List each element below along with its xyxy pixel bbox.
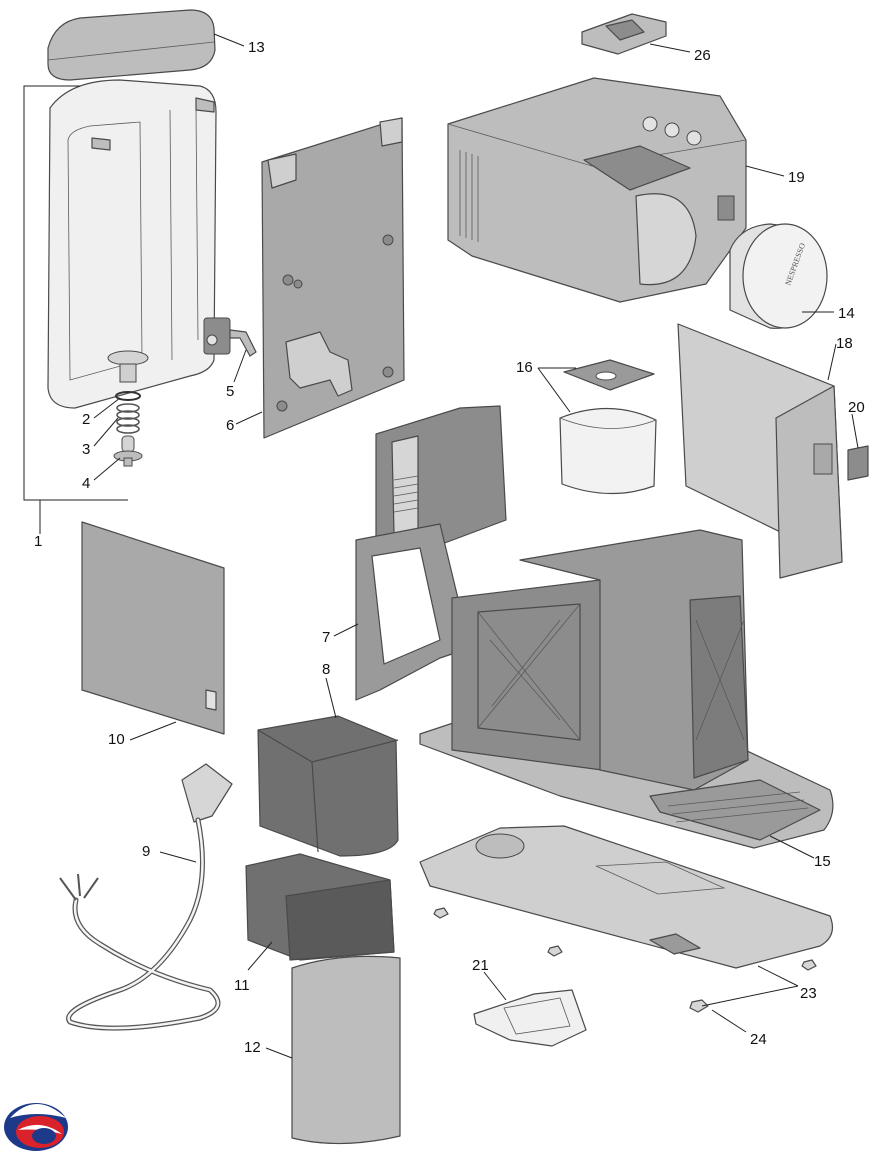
part-23-bottom-plate — [419, 825, 833, 969]
callout-8: 8 — [322, 661, 330, 678]
button-row — [642, 116, 702, 146]
part-20-small-plate — [847, 445, 869, 481]
callout-labels: 1 2 3 4 5 6 7 8 9 10 11 12 13 14 15 16 1… — [34, 39, 865, 1056]
callout-13: 13 — [248, 39, 265, 56]
part-18-side-panel — [677, 323, 843, 579]
part-3-spring — [116, 403, 140, 434]
callout-20: 20 — [848, 399, 865, 416]
part-16-drip-grid — [563, 359, 655, 391]
callout-10: 10 — [108, 731, 125, 748]
part-12-cover-panel — [291, 955, 401, 1145]
part-1-water-tank — [47, 79, 217, 409]
callout-19: 19 — [788, 169, 805, 186]
part-13-water-tank-lid — [47, 9, 216, 81]
grille-holes — [393, 475, 419, 513]
part-5-tank-valve — [203, 317, 257, 357]
part-8-drip-tray — [257, 715, 399, 857]
callout-12: 12 — [244, 1039, 261, 1056]
part-14-capsule-container: NESPRESSO — [729, 223, 828, 329]
part-11-used-capsule-bin — [245, 853, 395, 961]
part-19-top-cover — [447, 77, 747, 303]
callout-15: 15 — [814, 853, 831, 870]
part-21-small-bracket — [473, 989, 587, 1047]
part-10-front-panel — [81, 521, 225, 735]
part-26-top-clip — [581, 13, 667, 55]
part-15-base-frame — [419, 529, 834, 849]
part-2-o-ring — [115, 391, 141, 401]
part-6-rear-panel — [261, 117, 405, 439]
callout-9: 9 — [142, 843, 150, 860]
part-7-internal-frame — [355, 405, 507, 701]
callout-11: 11 — [234, 977, 250, 994]
part-9-power-cord — [59, 763, 233, 1031]
callout-3: 3 — [82, 441, 90, 458]
part-4-valve-plug — [113, 435, 143, 467]
callout-21: 21 — [472, 957, 489, 974]
callout-24: 24 — [750, 1031, 767, 1048]
callout-4: 4 — [82, 475, 90, 492]
callout-14: 14 — [838, 305, 855, 322]
callout-26: 26 — [694, 47, 711, 64]
callout-5: 5 — [226, 383, 234, 400]
callout-2: 2 — [82, 411, 90, 428]
callout-23: 23 — [800, 985, 817, 1002]
group-1-bracket — [23, 85, 128, 501]
part-24-nuts — [433, 907, 817, 1013]
brand-logo — [4, 1103, 68, 1151]
callout-16: 16 — [516, 359, 533, 376]
callout-1: 1 — [34, 533, 42, 550]
callout-6: 6 — [226, 417, 234, 434]
part-16-capsule-cup — [559, 407, 657, 495]
leader-lines — [93, 33, 859, 1059]
callout-7: 7 — [322, 629, 330, 646]
callout-18: 18 — [836, 335, 853, 352]
